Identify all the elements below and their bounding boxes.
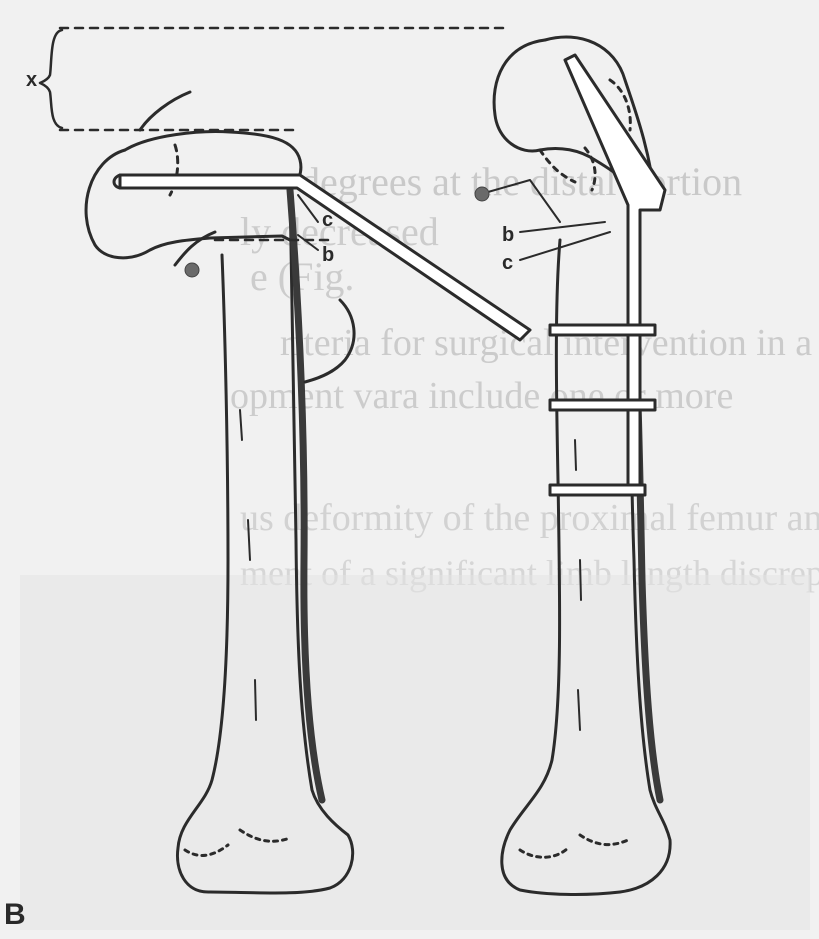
left-shaft-marks <box>240 410 256 720</box>
right-femur <box>488 37 670 895</box>
left-femoral-head-outline <box>86 150 290 258</box>
left-b-label: b <box>322 245 334 265</box>
right-condyle-detail <box>520 835 628 857</box>
right-c-label: c <box>502 253 513 273</box>
right-screw-3 <box>550 485 645 495</box>
panel-label: B <box>4 900 26 930</box>
left-femur <box>40 28 530 893</box>
x-label: x <box>26 70 37 90</box>
right-c-leader <box>520 232 610 260</box>
x-brace <box>40 30 62 128</box>
left-c-label: c <box>322 210 333 230</box>
left-condyle-detail <box>185 830 290 855</box>
right-screw-1 <box>550 325 655 335</box>
left-angle-arc-top <box>140 92 190 130</box>
right-angle-marker-dot <box>475 187 489 201</box>
left-shaft-outline <box>177 188 352 893</box>
left-angle-marker-dot <box>185 263 199 277</box>
right-b-label: b <box>502 225 514 245</box>
right-b-leader <box>520 222 605 232</box>
right-blade-plate <box>565 55 665 490</box>
right-screw-2 <box>550 400 655 410</box>
left-angle-arc-right <box>305 300 354 382</box>
right-angle-leader <box>488 180 560 222</box>
left-b-leader <box>298 235 318 250</box>
